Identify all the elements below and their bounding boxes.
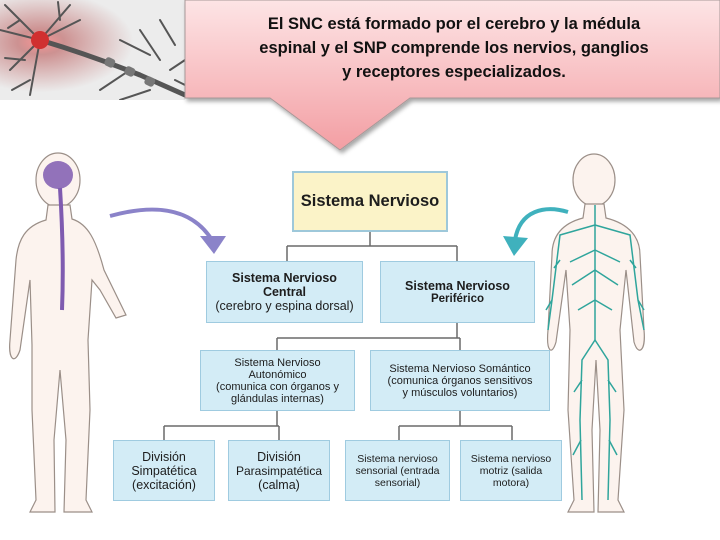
box-snp: Sistema Nervioso Periférico bbox=[380, 261, 535, 323]
box-sistema-nervioso: Sistema Nervioso bbox=[292, 171, 448, 232]
box-title: Periférico bbox=[430, 293, 485, 305]
arrow-to-snc bbox=[109, 207, 226, 254]
box-line: Sistema Nervioso bbox=[234, 356, 321, 369]
box-sensorial: Sistema nervioso sensorial (entrada sens… bbox=[345, 440, 450, 501]
nerve-network bbox=[545, 205, 645, 501]
box-title: Central bbox=[262, 285, 307, 299]
callout-banner bbox=[184, 0, 720, 151]
box-line: motora) bbox=[492, 476, 530, 489]
right-body-figure bbox=[547, 153, 645, 513]
box-line: (comunica órganos sensitivos bbox=[387, 374, 533, 387]
callout-line: espinal y el SNP comprende los nervios, … bbox=[259, 39, 649, 57]
box-line: División bbox=[257, 449, 301, 464]
box-autonomico: Sistema Nervioso Autonómico (comunica co… bbox=[200, 350, 355, 411]
box-line: (comunica con órganos y bbox=[216, 380, 339, 393]
box-line: (excitación) bbox=[132, 477, 196, 492]
callout-line: y receptores especializados. bbox=[342, 63, 566, 81]
box-line: glándulas internas) bbox=[231, 392, 324, 405]
brain-spine bbox=[43, 161, 73, 311]
box-line: Simpatética bbox=[131, 463, 197, 478]
box-line: División bbox=[142, 449, 186, 464]
box-parasimpatica: División Parasimpatética (calma) bbox=[228, 440, 330, 501]
box-line: sensorial) bbox=[374, 476, 421, 489]
box-line: Autonómico bbox=[248, 368, 307, 381]
box-somatico: Sistema Nervioso Somántico (comunica órg… bbox=[370, 350, 550, 411]
box-title: Sistema Nervioso bbox=[300, 192, 440, 210]
box-line: (calma) bbox=[258, 477, 300, 492]
box-simpatica: División Simpatética (excitación) bbox=[113, 440, 215, 501]
box-title: Sistema Nervioso bbox=[405, 279, 510, 293]
box-subtitle: (cerebro y espina dorsal) bbox=[215, 299, 354, 313]
callout-text: El SNC está formado por el cerebro y la … bbox=[188, 12, 720, 84]
callout-line: El SNC está formado por el cerebro y la … bbox=[267, 15, 641, 33]
box-line: y músculos voluntarios) bbox=[402, 386, 518, 399]
box-line: Sistema nervioso bbox=[357, 452, 438, 465]
box-line: Parasimpatética bbox=[235, 463, 323, 478]
box-motriz: Sistema nervioso motriz (salida motora) bbox=[460, 440, 562, 501]
arrow-to-snp bbox=[503, 207, 569, 256]
box-snc: Sistema Nervioso Central (cerebro y espi… bbox=[206, 261, 363, 323]
box-title: Sistema Nervioso bbox=[232, 271, 337, 285]
box-line: motriz (salida bbox=[479, 464, 543, 477]
box-line: sensorial (entrada bbox=[355, 464, 440, 477]
neuron-image bbox=[0, 0, 185, 100]
box-line: Sistema Nervioso Somántico bbox=[389, 362, 531, 375]
box-line: Sistema nervioso bbox=[470, 452, 552, 465]
